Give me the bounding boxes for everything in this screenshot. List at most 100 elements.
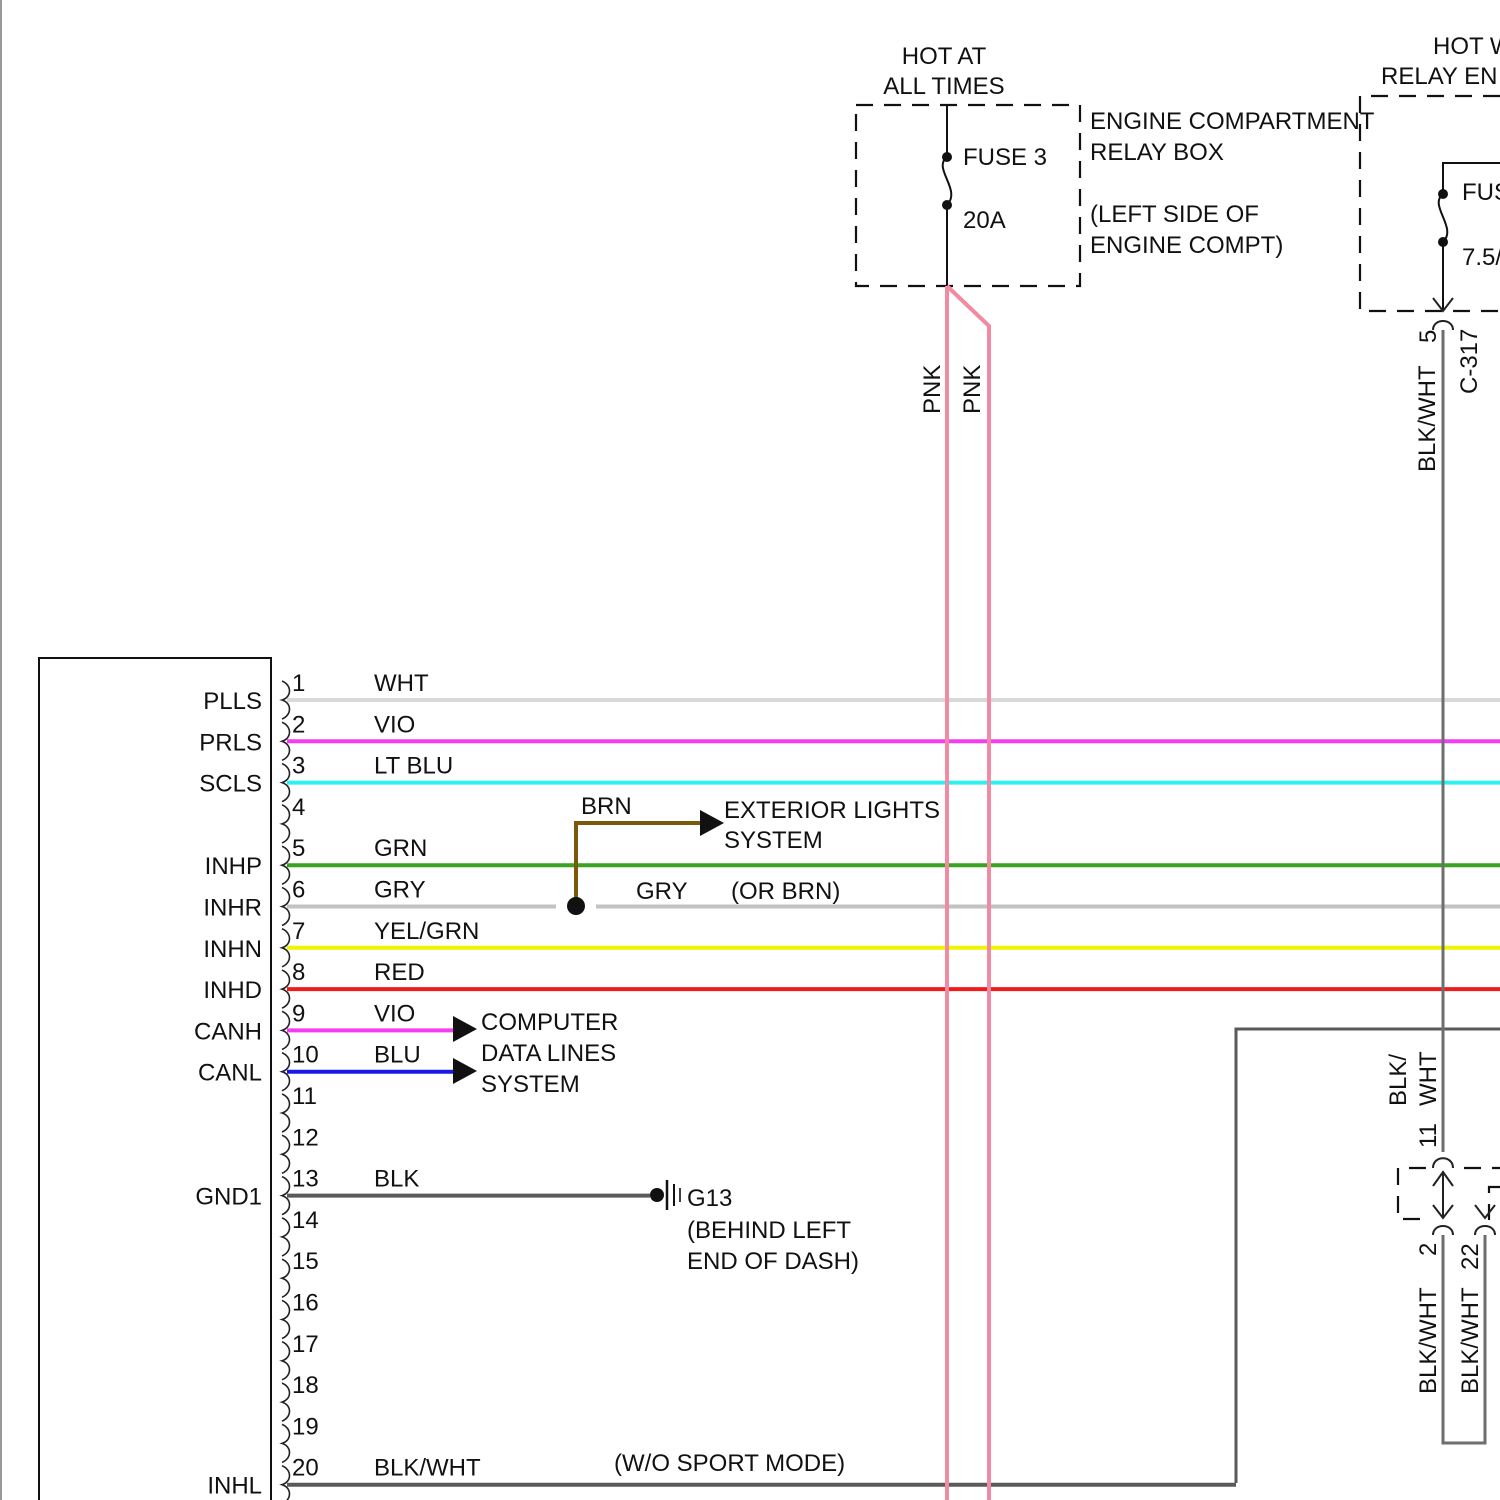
- canl-arrow: [453, 1058, 477, 1084]
- pin-number: 3: [292, 753, 305, 780]
- lower-left-wire-label: BLK/WHT: [1415, 1287, 1442, 1394]
- pin-wire-color-label: RED: [374, 959, 425, 986]
- pin-number: 5: [292, 835, 305, 862]
- pin-connector-bracket: [282, 1094, 290, 1132]
- relay-box-title-1: ENGINE COMPARTMENT: [1090, 108, 1375, 135]
- pin-signal-name: INHN: [203, 936, 262, 963]
- gry-splice-dot: [567, 897, 585, 915]
- pin-signal-name: INHL: [207, 1473, 262, 1500]
- exterior-lights-arrow: [700, 810, 724, 836]
- engine-relay-box: HOT AT ALL TIMES FUSE 3 20A ENGINE COMPA…: [856, 43, 1375, 286]
- right-hot-label: HOT W: [1433, 33, 1500, 60]
- relay-box-location-1: (LEFT SIDE OF: [1090, 201, 1259, 228]
- c317-pin: 5: [1415, 330, 1442, 343]
- all-times-label: ALL TIMES: [883, 73, 1004, 100]
- c317-connector-name: C-317: [1456, 329, 1483, 394]
- exterior-lights-label-2: SYSTEM: [724, 827, 823, 854]
- relay-box-location-2: ENGINE COMPT): [1090, 232, 1283, 259]
- ground-location-2: END OF DASH): [687, 1248, 859, 1275]
- computer-data-lines-label-1: COMPUTER: [481, 1009, 618, 1036]
- pin-signal-name: PLLS: [203, 688, 262, 715]
- right-relay-label: RELAY EN: [1381, 63, 1498, 90]
- exterior-lights-branch: BRN EXTERIOR LIGHTS SYSTEM GRY (OR BRN): [567, 793, 940, 915]
- lower-connector-outline-right: [1464, 1168, 1500, 1220]
- pin-number: 7: [292, 918, 305, 945]
- gry-continuation-label: GRY: [636, 878, 688, 905]
- pin-number: 6: [292, 877, 305, 904]
- canh-arrow: [453, 1016, 477, 1042]
- right-fuse-rating: 7.5/: [1462, 244, 1500, 271]
- upper-wire-label-a: BLK/: [1385, 1054, 1412, 1106]
- pin-wire-color-label: LT BLU: [374, 753, 453, 780]
- right-relay-box: HOT W RELAY EN FUS 7.5/ 5 C-317 BLK/WHT: [1360, 33, 1500, 472]
- pin-number: 4: [292, 794, 305, 821]
- pin-number: 9: [292, 1000, 305, 1027]
- blk-wht-right-feed: BLK/ WHT 11 2 22 BLK/WHT BLK/WHT: [1385, 330, 1500, 1443]
- pin-signal-name: INHR: [203, 895, 262, 922]
- lower-right-pin-label: 22: [1457, 1243, 1484, 1270]
- pin-number: 19: [292, 1413, 319, 1440]
- pin-number: 20: [292, 1455, 319, 1482]
- pin-wire-color-label: VIO: [374, 711, 415, 738]
- pin-number: 16: [292, 1290, 319, 1317]
- pin-number: 1: [292, 670, 305, 697]
- pin-wire-color-label: BLK/WHT: [374, 1455, 481, 1482]
- pin-number: 17: [292, 1331, 319, 1358]
- pin-signal-name: CANL: [198, 1060, 262, 1087]
- ground-g13: G13 (BEHIND LEFT END OF DASH): [650, 1180, 859, 1275]
- computer-data-lines-label-3: SYSTEM: [481, 1071, 580, 1098]
- pin-connector-bracket: [282, 1259, 290, 1297]
- pin-signal-name: INHD: [203, 977, 262, 1004]
- pin-number: 10: [292, 1042, 319, 1069]
- pnk-right-label: PNK: [959, 365, 986, 414]
- pin-connector-bracket: [282, 1135, 290, 1173]
- pin-number: 12: [292, 1124, 319, 1151]
- upper-wire-label-b: WHT: [1415, 1051, 1442, 1106]
- pin-wire-color-label: GRY: [374, 877, 426, 904]
- ground-location-1: (BEHIND LEFT: [687, 1217, 851, 1244]
- pin-signal-name: CANH: [194, 1018, 262, 1045]
- exterior-lights-label-1: EXTERIOR LIGHTS: [724, 797, 940, 824]
- pin-connector-bracket: [282, 1301, 290, 1339]
- right-fuse-name: FUS: [1462, 179, 1500, 206]
- lower-connector-outline: [1398, 1168, 1426, 1219]
- computer-data-lines-label-2: DATA LINES: [481, 1040, 616, 1067]
- pin-signal-name: SCLS: [199, 771, 262, 798]
- pin-connector-bracket: [282, 805, 290, 843]
- pnk-wire-right: [947, 286, 989, 1500]
- pin-signal-name: GND1: [195, 1184, 262, 1211]
- computer-data-lines-branch: COMPUTER DATA LINES SYSTEM: [453, 1009, 618, 1098]
- pin-number: 2: [292, 711, 305, 738]
- pin-signal-name: INHP: [205, 853, 262, 880]
- ground-terminal-dot: [650, 1188, 664, 1202]
- pnk-left-label: PNK: [919, 365, 946, 414]
- right-fuse-symbol: [1439, 194, 1448, 242]
- pin-signal-name: PRLS: [199, 729, 262, 756]
- pin-number: 18: [292, 1372, 319, 1399]
- lower-left-pin-label: 2: [1415, 1243, 1442, 1256]
- or-brn-label: (OR BRN): [731, 878, 840, 905]
- hot-at-label: HOT AT: [902, 43, 987, 70]
- pin-wire-color-label: GRN: [374, 835, 427, 862]
- brn-wire-label: BRN: [581, 793, 632, 820]
- pnk-wires: PNK PNK: [919, 286, 989, 1500]
- upper-pin-label: 11: [1415, 1123, 1442, 1148]
- relay-box-outline: [856, 105, 1080, 286]
- ground-name: G13: [687, 1185, 732, 1212]
- pin-connector-bracket: [282, 1424, 290, 1462]
- pin-wire-color-label: WHT: [374, 670, 429, 697]
- fuse3-symbol: [943, 157, 952, 205]
- pin-number: 8: [292, 959, 305, 986]
- pin-number: 15: [292, 1248, 319, 1275]
- pin-wire-color-label: BLK: [374, 1166, 419, 1193]
- pin-connector-bracket: [282, 1383, 290, 1421]
- pin-number: 11: [292, 1083, 317, 1110]
- pin-number: 13: [292, 1166, 319, 1193]
- sport-mode-label: (W/O SPORT MODE): [614, 1450, 845, 1477]
- right-feed-wire-label: BLK/WHT: [1414, 365, 1441, 472]
- pin-connector-bracket: [282, 1342, 290, 1380]
- fuse3-rating: 20A: [963, 207, 1006, 234]
- pin-wire-color-label: VIO: [374, 1000, 415, 1027]
